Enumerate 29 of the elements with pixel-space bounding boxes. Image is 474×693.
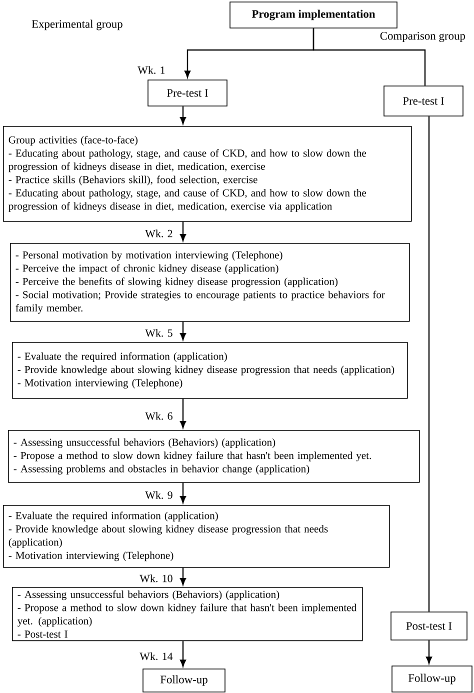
group-label: Comparison group <box>380 32 466 42</box>
step-box: Follow-up <box>142 668 226 692</box>
arrow <box>426 640 432 664</box>
edge-label: Wk. 14 <box>138 650 175 662</box>
edge-label: Wk. 9 <box>143 489 175 501</box>
edge-label: Wk. 10 <box>138 572 175 584</box>
arrow <box>180 222 186 242</box>
activity-box: Group activities (face-to-face) - Educating about pathology, stage, and cause of CKD, and how to slow down the progression of kidneys disease in diet, medication, exercise - Practice skills (Behaviors skill), food selection, exercise - Educating about pathology, stage, and cause of CKD, and how to slow down the progression of kidneys disease in diet, medication, exercise via application <box>3 126 412 222</box>
activity-box: - Evaluate the required information (application) - Provide knowledge about slowing kidney disease progression that needs (application) - Motivation interviewing (Telephone) <box>3 505 390 568</box>
activity-box: - Assessing unsuccessful behaviors (Behaviors) (application) - Propose a method to slow down kidney failure that hasn't been implemented yet. - Assessing problems and obstacles in behavior change (application) <box>8 430 420 483</box>
step-box: Post-test I <box>390 612 468 640</box>
step-box: Pre-test I <box>384 86 464 116</box>
arrow <box>180 568 186 586</box>
step-box: Pre-test I <box>148 80 228 106</box>
arrow <box>180 398 186 428</box>
edge-label: Wk. 2 <box>143 228 175 240</box>
activity-box: - Assessing unsuccessful behaviors (Behaviors) (application) - Propose a method to slow down kidney failure that hasn't been implemented yet. (application) - Post-test I <box>12 587 363 642</box>
arrow <box>180 106 186 124</box>
activity-box: - Personal motivation by motivation interviewing (Telephone) - Perceive the impact of chronic kidney disease (application) - Perceive the benefits of slowing kidney disease progression (application) - Social motivation; Provide strategies to encourage patients to practice behaviors for family member. <box>10 243 410 322</box>
edge-label: Wk. 6 <box>143 410 175 422</box>
title-box: Program implementation <box>230 2 398 28</box>
arrow <box>180 322 186 340</box>
arrow <box>180 482 186 504</box>
arrow <box>180 641 186 667</box>
group-label: Experimental group <box>32 20 122 30</box>
activity-box: - Evaluate the required information (application) - Provide knowledge about slowing kidney disease progression that needs (application) - Motivation interviewing (Telephone) <box>12 342 408 399</box>
step-box: Follow-up <box>392 666 472 692</box>
edge-label: Wk. 1 <box>136 64 168 76</box>
edge-label: Wk. 5 <box>143 327 175 339</box>
